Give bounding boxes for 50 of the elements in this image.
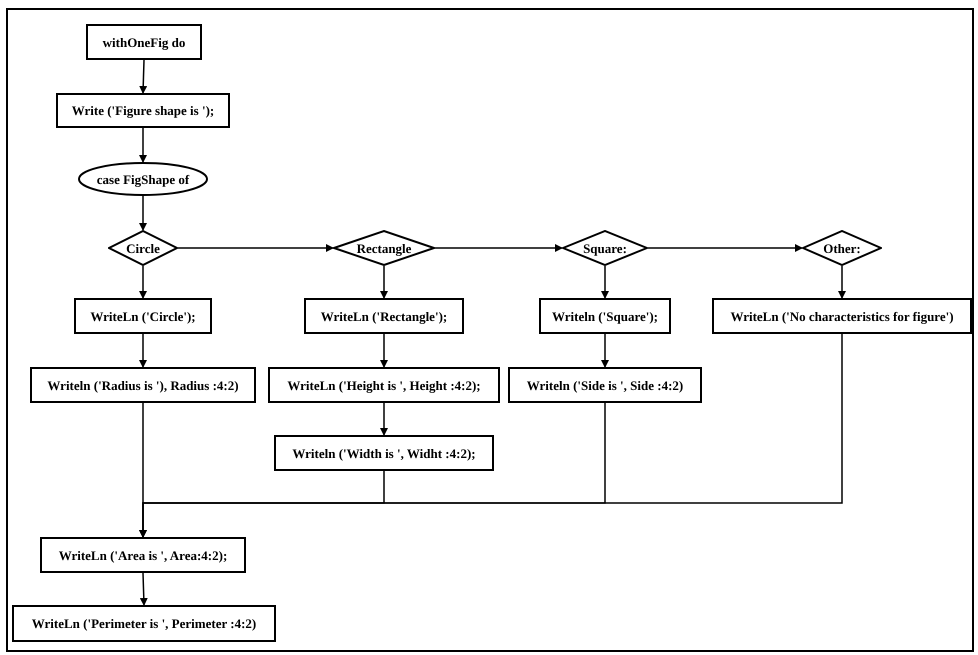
node-label: WriteLn ('Area is ', Area:4:2); [58,548,228,562]
arrow [178,244,334,252]
arrow [601,266,609,299]
arrow [139,334,147,368]
arrow [380,334,388,368]
node-label: Writeln ('Radius is '), Radius :4:2) [47,378,239,392]
process-box [508,367,702,403]
process-box [56,93,230,128]
process-box [274,435,494,471]
case-diamond [333,230,435,266]
arrow [838,266,846,299]
process-box [268,367,500,403]
arrow [139,60,148,94]
node-label: Circle [126,242,160,254]
process-box [86,24,202,60]
node-label: WriteLn ('Perimeter is ', Perimeter :4:2) [32,617,256,630]
process-box [30,367,256,403]
node-label: WriteLn ('Height is ', Height :4:2); [287,378,481,392]
node-label: Writeln ('Square'); [552,310,658,322]
start-ellipse [78,162,208,196]
case-diamond [802,230,882,266]
node-label: Write ('Figure shape is '); [72,104,214,117]
case-diamond [562,230,648,266]
node-label: WriteLn ('No characteristics for figure') [730,310,954,322]
arrow [435,244,563,252]
arrow [139,334,843,538]
node-label: Writeln ('Side is ', Side :4:2) [526,378,684,392]
arrow [139,266,147,299]
arrow [140,572,148,606]
process-box [539,298,671,334]
arrow [648,244,803,252]
node-label: Square: [583,242,627,254]
process-box [74,298,212,334]
process-box [40,537,246,573]
node-label: case FigShape of [96,172,190,186]
process-box [712,298,972,334]
arrow [601,334,609,368]
node-label: Rectangle [356,242,412,254]
case-diamond [108,230,178,266]
process-box [304,298,464,334]
node-label: withOneFig do [102,36,186,48]
node-label: Other: [823,242,861,254]
arrow [380,266,388,299]
arrow [380,403,388,436]
arrow [139,128,147,163]
arrow [139,196,147,231]
process-box [12,605,276,642]
node-label: WriteLn ('Rectangle'); [320,310,448,322]
node-label: WriteLn ('Circle'); [90,310,196,322]
node-label: Writeln ('Width is ', Widht :4:2); [292,446,476,460]
